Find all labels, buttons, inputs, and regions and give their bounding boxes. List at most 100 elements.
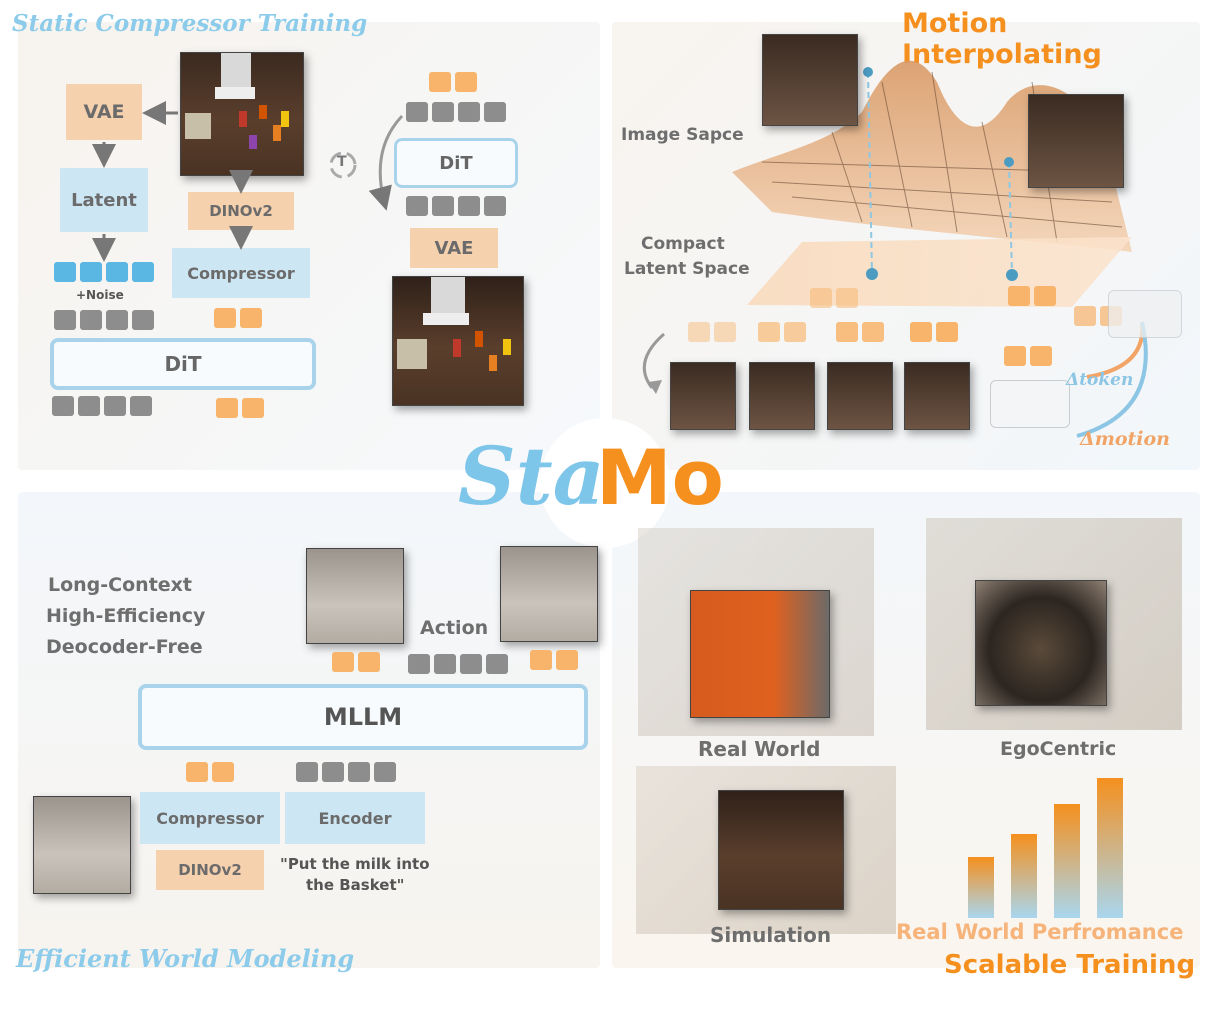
current-frame-image (306, 548, 404, 644)
noised-token (106, 310, 128, 330)
action-token (408, 654, 430, 674)
dit-output-token (432, 196, 454, 216)
output-token (52, 396, 74, 416)
compressor-box: Compressor (172, 248, 310, 298)
encoder-box: Encoder (285, 792, 425, 844)
mllm-out-token (556, 650, 578, 670)
text-token (322, 762, 344, 782)
egocentric-label: EgoCentric (1000, 738, 1117, 760)
text-token (348, 762, 370, 782)
output-token (104, 396, 126, 416)
motion-title: Motion Interpolating (902, 8, 1102, 70)
interp-token (714, 322, 736, 342)
vae-box: VAE (66, 84, 142, 140)
performance-bar (1097, 778, 1123, 918)
dit-small-box: DiT (394, 138, 518, 188)
noise-label: +Noise (76, 288, 124, 302)
performance-label: Real World Perfromance (896, 920, 1184, 944)
text-token (374, 762, 396, 782)
interp-frame (749, 362, 815, 430)
logo-mo: Mo (596, 433, 724, 522)
performance-bar (1054, 804, 1080, 918)
dit-main-box: DiT (50, 338, 316, 390)
cycle-label: T (337, 154, 347, 170)
compressor-token (240, 308, 262, 328)
instruction-line1: "Put the milk into (280, 855, 430, 873)
logo-sta: Sta (458, 429, 605, 523)
plane-token (810, 288, 832, 308)
simulation-image (718, 790, 844, 910)
logo-backdrop (540, 418, 670, 548)
latent-token (54, 262, 76, 282)
scalable-title: Scalable Training (944, 950, 1196, 980)
performance-bar (1011, 834, 1037, 918)
interp-token (784, 322, 806, 342)
mllm-out-token (530, 650, 552, 670)
delta-motion-label: Δmotion (1080, 428, 1170, 450)
dit-input-token (484, 102, 506, 122)
gripper-ghost-icon (1108, 290, 1182, 338)
image-space-label: Image Sapce (621, 125, 744, 145)
action-label: Action (420, 617, 489, 639)
reconstructed-image (392, 276, 524, 406)
mllm-box: MLLM (138, 684, 588, 750)
wm-compressor-box: Compressor (140, 792, 280, 844)
interp-token (910, 322, 932, 342)
feature-item: Long-Context (48, 574, 193, 596)
motion-frame-end (1028, 94, 1124, 188)
mllm-in-token (212, 762, 234, 782)
dit-output-token (406, 196, 428, 216)
latent-token (106, 262, 128, 282)
static-compressor-title: Static Compressor Training (12, 10, 368, 37)
egocentric-image (975, 580, 1107, 706)
performance-bars (968, 766, 1138, 918)
reconstructed-drawing (397, 277, 511, 371)
dit-input-token (432, 102, 454, 122)
wm-dinov2-box: DINOv2 (156, 850, 264, 890)
feature-item: High-Efficiency (46, 605, 206, 627)
delta-token (1004, 346, 1026, 366)
interp-token (688, 322, 710, 342)
cond-token (429, 72, 451, 92)
robot-scene-drawing (185, 53, 289, 149)
real-world-image (690, 590, 830, 718)
delta-token (1074, 306, 1096, 326)
interp-token (862, 322, 884, 342)
mllm-in-token (186, 762, 208, 782)
text-token (296, 762, 318, 782)
output-token (78, 396, 100, 416)
simulation-label: Simulation (710, 923, 832, 947)
feature-item: Deocoder-Free (46, 636, 203, 658)
real-world-label: Real World (698, 737, 821, 761)
vae-decoder-box: VAE (410, 228, 498, 268)
delta-token-label: Δtoken (1066, 370, 1134, 390)
interp-token (836, 322, 858, 342)
gripper-icon (990, 380, 1070, 428)
latent-token (132, 262, 154, 282)
dit-output-token (484, 196, 506, 216)
delta-token (1030, 346, 1052, 366)
action-token (434, 654, 456, 674)
dit-output-token (458, 196, 480, 216)
dit-input-token (406, 102, 428, 122)
observation-image (33, 796, 131, 894)
performance-bar (968, 857, 994, 918)
interp-token (758, 322, 780, 342)
action-token (486, 654, 508, 674)
motion-frame-start (762, 34, 858, 126)
interp-token (936, 322, 958, 342)
dinov2-box: DINOv2 (188, 192, 294, 230)
noised-token (80, 310, 102, 330)
interp-frame (827, 362, 893, 430)
plane-token (836, 288, 858, 308)
interp-frame (904, 362, 970, 430)
robot-scene-image (180, 52, 304, 176)
plane-token (1008, 286, 1030, 306)
action-token (460, 654, 482, 674)
cond-token (455, 72, 477, 92)
latent-space-line1: Compact (641, 234, 725, 254)
interp-frame (670, 362, 736, 430)
noised-token (54, 310, 76, 330)
noised-token (132, 310, 154, 330)
mllm-out-token (332, 652, 354, 672)
